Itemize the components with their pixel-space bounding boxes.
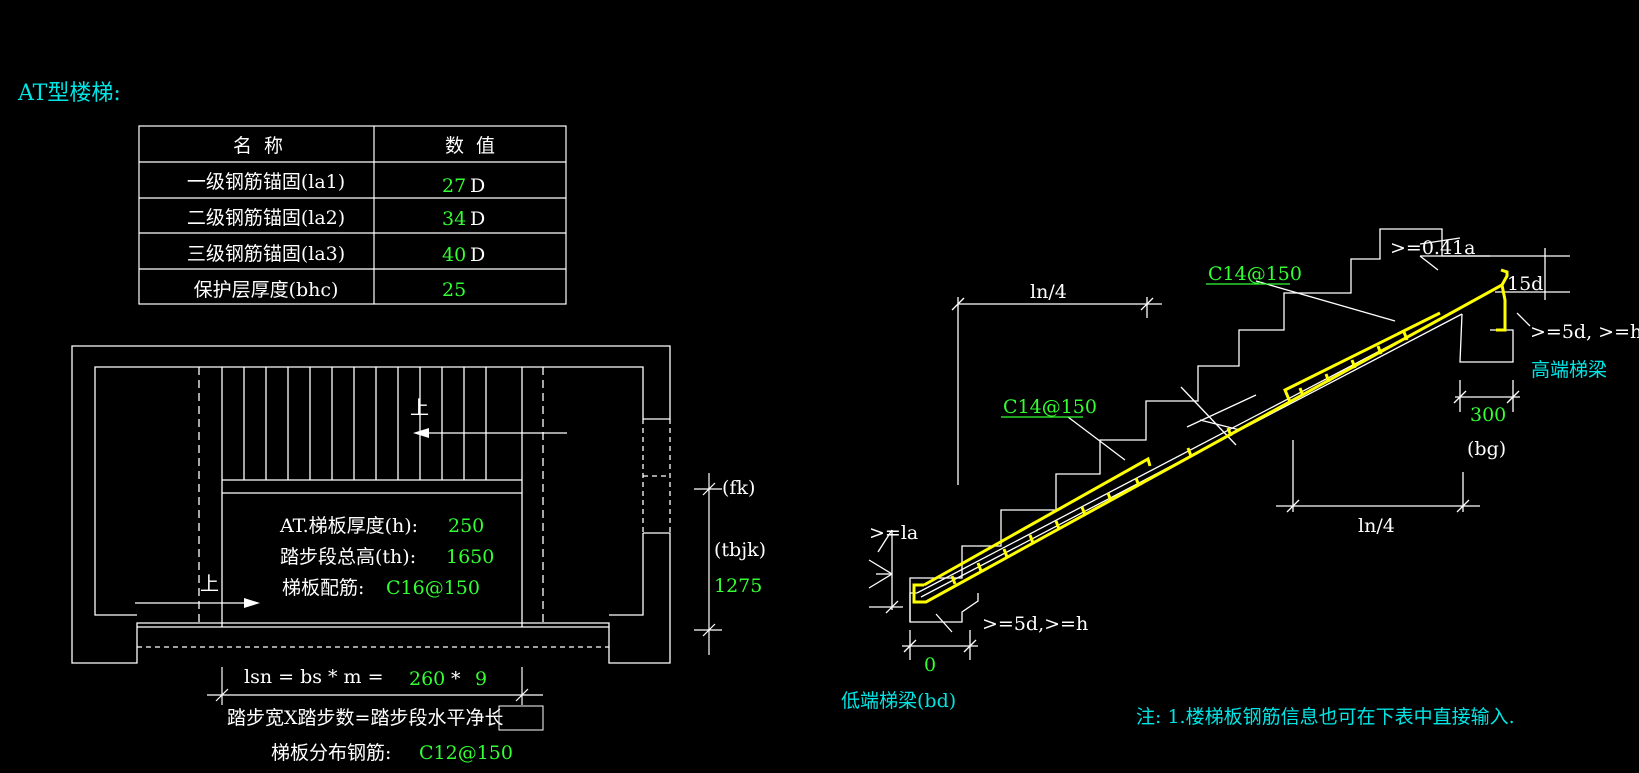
anchor-top-label: >=0.41a (1390, 237, 1475, 259)
slab-rebar-value: C16@150 (386, 577, 480, 599)
bg-label: (bg) (1467, 438, 1506, 460)
dist-rebar-value: C12@150 (419, 742, 513, 764)
bg-value: 300 (1470, 404, 1506, 426)
formula-text: 踏步宽X踏步数=踏步段水平净长 (227, 707, 503, 729)
bs-value: 260 (409, 668, 445, 690)
plan-horizontal-dimension (207, 667, 543, 705)
lsn-label: lsn = bs * m = (244, 666, 384, 688)
table-row-value: 40 (442, 244, 466, 266)
total-height-value: 1650 (446, 546, 494, 568)
thickness-value: 250 (448, 515, 484, 537)
hook-15d-label: 15d (1507, 273, 1543, 295)
parameter-table (138, 125, 567, 305)
table-row-name: 二级钢筋锚固(la2) (187, 207, 345, 229)
top-rebar-label: C14@150 (1208, 263, 1302, 285)
note-text: 注: 1.楼梯板钢筋信息也可在下表中直接输入. (1136, 706, 1515, 728)
table-row-unit: D (470, 244, 485, 266)
fk-label: (fk) (722, 477, 755, 499)
stair-plan (71, 345, 671, 664)
dist-rebar-label: 梯板分布钢筋: (271, 742, 391, 764)
ln4-left-label: ln/4 (1030, 281, 1067, 303)
drawing-title: AT型楼梯: (17, 81, 121, 106)
plan-vertical-dimension (694, 473, 722, 655)
table-row-name: 一级钢筋锚固(la1) (187, 171, 345, 193)
high-beam-label: 高端梯梁 (1531, 359, 1607, 381)
up-label-top: 上 (410, 397, 429, 419)
thickness-label: AT.梯板厚度(h): (279, 515, 418, 537)
total-height-label: 踏步段总高(th): (280, 546, 416, 568)
arrow-right-icon (244, 598, 260, 608)
table-row-value: 27 (442, 175, 466, 197)
slab-rebar-label: 梯板配筋: (282, 577, 364, 599)
low-beam-label: 低端梯梁(bd) (841, 690, 956, 712)
ln4-right-label: ln/4 (1358, 515, 1395, 537)
table-row-name: 保护层厚度(bhc) (194, 279, 339, 301)
table-row-unit: D (470, 175, 485, 197)
bd-value: 0 (924, 654, 936, 676)
table-row-unit: D (470, 208, 485, 230)
bottom-rebar-label: C14@150 (1003, 396, 1097, 418)
table-row-value: 25 (442, 279, 466, 301)
stair-section (868, 228, 1570, 660)
tbjk-value: 1275 (714, 575, 762, 597)
m-value: 9 (475, 668, 487, 690)
rebar-distribution-marks (950, 331, 1409, 585)
table-row-name: 三级钢筋锚固(la3) (187, 243, 345, 265)
high-hook-label: >=5d, >=h (1530, 321, 1639, 343)
tbjk-label: (tbjk) (714, 539, 766, 561)
table-header-value: 数 值 (445, 135, 495, 157)
table-row-value: 34 (442, 208, 466, 230)
times-sign: * (451, 668, 461, 690)
formula-highlight-box (498, 705, 544, 731)
table-header-name: 名 称 (233, 135, 283, 157)
la-label: >=la (869, 522, 918, 544)
low-hook-label: >=5d,>=h (982, 613, 1088, 635)
arrow-left-icon (413, 428, 429, 438)
rebar-lines (912, 268, 1509, 604)
up-label-bottom: 上 (200, 573, 219, 595)
